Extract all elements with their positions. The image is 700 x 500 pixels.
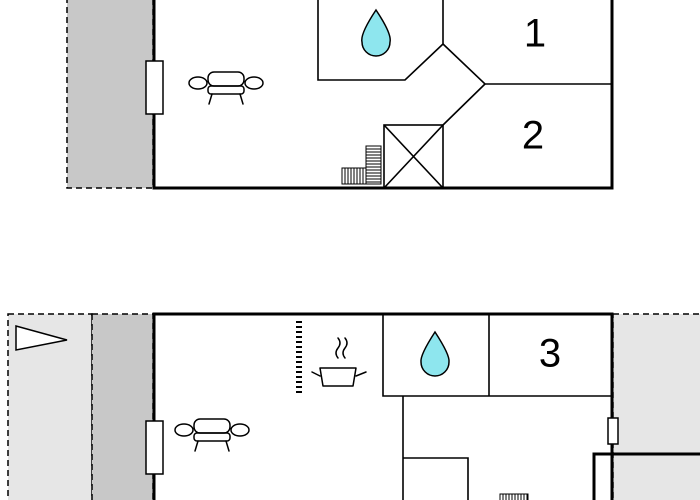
stair-flight [365, 145, 382, 185]
upper-hall-wall-bottom [442, 83, 486, 126]
upper-floor: 1 2 [66, 0, 614, 190]
kitchen-counter [296, 321, 302, 393]
room-label-3: 3 [539, 332, 561, 376]
lower-window-right [607, 417, 619, 445]
upper-bathroom-water-drop-icon [361, 8, 391, 57]
lower-bathroom-wall [382, 314, 612, 397]
lower-bathroom-water-drop-icon [420, 330, 450, 377]
lower-terrace-inner [91, 313, 154, 500]
room-label-2: 2 [522, 114, 544, 158]
upper-sofa-icon [188, 71, 264, 105]
room-label-1: 1 [524, 12, 546, 56]
lower-stairs-icon [499, 493, 529, 500]
upper-terrace [66, 0, 154, 189]
stair-flight [499, 493, 529, 500]
lower-sofa-icon [174, 418, 250, 452]
lower-small-room-wall [403, 457, 469, 500]
upper-window-left [145, 60, 164, 115]
lower-right-room-wall [592, 452, 700, 500]
kitchen-cooking-pot-icon [311, 337, 367, 387]
stair-opening-icon [383, 124, 444, 189]
lower-terrace-right [612, 313, 700, 500]
upper-stairs-icon [341, 145, 382, 185]
lower-window-left [145, 420, 164, 475]
terrace-triangle-marker-icon [15, 325, 68, 351]
upper-bathroom-wall [317, 0, 444, 81]
lower-floor: 3 [7, 312, 700, 500]
